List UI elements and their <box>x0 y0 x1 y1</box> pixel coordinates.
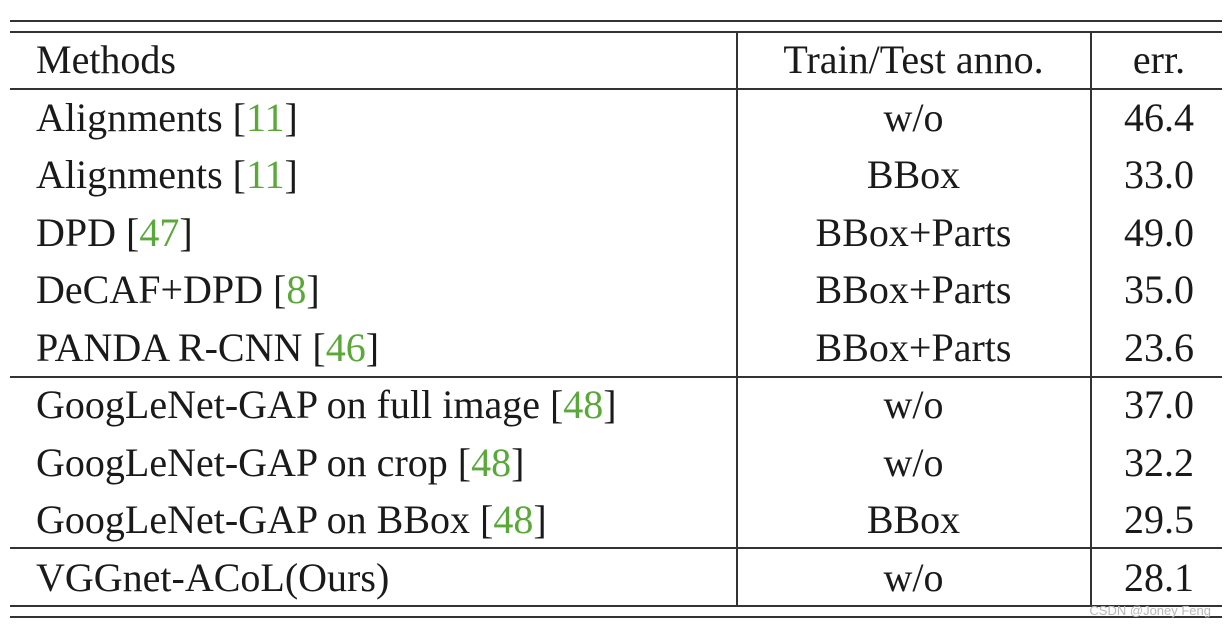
error-cell: 37.0 <box>1124 382 1194 427</box>
annotation-cell: BBox+Parts <box>815 267 1012 312</box>
column-separator-1 <box>736 31 738 607</box>
bottom-rule-1 <box>10 605 1222 607</box>
method-name: GoogLeNet-GAP on full image <box>36 382 540 427</box>
method-name: PANDA R-CNN <box>36 324 303 370</box>
error-cell: 29.5 <box>1124 497 1194 542</box>
header-methods: Methods <box>36 37 176 82</box>
citation-link[interactable]: 11 <box>246 152 285 197</box>
method-cell: PANDA R-CNN [46] <box>36 324 380 370</box>
method-name: DeCAF+DPD <box>36 267 264 312</box>
error-cell: 32.2 <box>1124 439 1194 485</box>
table-row: GoogLeNet-GAP on BBox [48] BBox 29.5 <box>10 491 1222 549</box>
table-row: Alignments [11] BBox 33.0 <box>10 146 1222 204</box>
method-cell: Alignments [11] <box>36 94 298 140</box>
table-row: DPD [47] BBox+Parts 49.0 <box>10 204 1222 262</box>
method-cell: GoogLeNet-GAP on crop [48] <box>36 439 525 485</box>
column-separator-2 <box>1090 31 1092 607</box>
bottom-rule-2 <box>10 616 1222 618</box>
method-cell: DeCAF+DPD [8] <box>36 267 320 312</box>
method-name: GoogLeNet-GAP on BBox <box>36 497 471 542</box>
citation-link[interactable]: 11 <box>246 94 285 140</box>
error-cell: 46.4 <box>1124 94 1194 140</box>
annotation-cell: BBox <box>866 497 961 542</box>
annotation-cell: BBox <box>866 152 961 197</box>
error-cell: 23.6 <box>1124 324 1194 370</box>
results-table: Methods Train/Test anno. err. Alignments… <box>10 31 1222 606</box>
annotation-cell: w/o <box>883 382 944 427</box>
method-cell: GoogLeNet-GAP on full image [48] <box>36 382 617 427</box>
group-rule-1 <box>10 376 1222 378</box>
error-cell: 28.1 <box>1124 554 1194 600</box>
annotation-cell: w/o <box>883 94 944 140</box>
table-row: PANDA R-CNN [46] BBox+Parts 23.6 <box>10 319 1222 377</box>
method-cell: DPD [47] <box>36 209 193 255</box>
method-cell: GoogLeNet-GAP on BBox [48] <box>36 497 547 542</box>
table-row: VGGnet-ACoL(Ours) w/o 28.1 <box>10 549 1222 607</box>
annotation-cell: BBox+Parts <box>815 324 1012 370</box>
method-name: Alignments <box>36 94 223 140</box>
citation-link[interactable]: 48 <box>563 382 604 427</box>
table-row: GoogLeNet-GAP on full image [48] w/o 37.0 <box>10 376 1222 434</box>
method-name: GoogLeNet-GAP on crop <box>36 439 448 485</box>
watermark: CSDN @Joney Feng <box>1089 603 1211 618</box>
citation-link[interactable]: 48 <box>471 439 512 485</box>
method-cell: Alignments [11] <box>36 152 298 197</box>
method-name: DPD <box>36 209 117 255</box>
error-cell: 33.0 <box>1124 152 1194 197</box>
method-cell: VGGnet-ACoL(Ours) <box>10 549 737 607</box>
header-row: Methods Train/Test anno. err. <box>10 31 1222 89</box>
error-cell: 49.0 <box>1124 209 1194 255</box>
annotation-cell: w/o <box>883 554 944 600</box>
annotation-cell: w/o <box>883 439 944 485</box>
citation-link[interactable]: 46 <box>325 324 366 370</box>
citation-link[interactable]: 47 <box>139 209 180 255</box>
header-annotation: Train/Test anno. <box>783 37 1044 82</box>
error-cell: 35.0 <box>1124 267 1194 312</box>
table-row: Alignments [11] w/o 46.4 <box>10 89 1222 147</box>
citation-link[interactable]: 8 <box>286 267 307 312</box>
top-rule-2 <box>10 31 1222 33</box>
table-row: DeCAF+DPD [8] BBox+Parts 35.0 <box>10 261 1222 319</box>
header-rule <box>10 88 1222 90</box>
citation-link[interactable]: 48 <box>493 497 534 542</box>
method-name: Alignments <box>36 152 223 197</box>
group-rule-2 <box>10 547 1222 549</box>
header-error: err. <box>1132 37 1186 82</box>
top-rule-1 <box>10 20 1222 22</box>
table-row: GoogLeNet-GAP on crop [48] w/o 32.2 <box>10 434 1222 492</box>
method-name: VGGnet-ACoL(Ours) <box>36 554 390 600</box>
annotation-cell: BBox+Parts <box>815 209 1012 255</box>
